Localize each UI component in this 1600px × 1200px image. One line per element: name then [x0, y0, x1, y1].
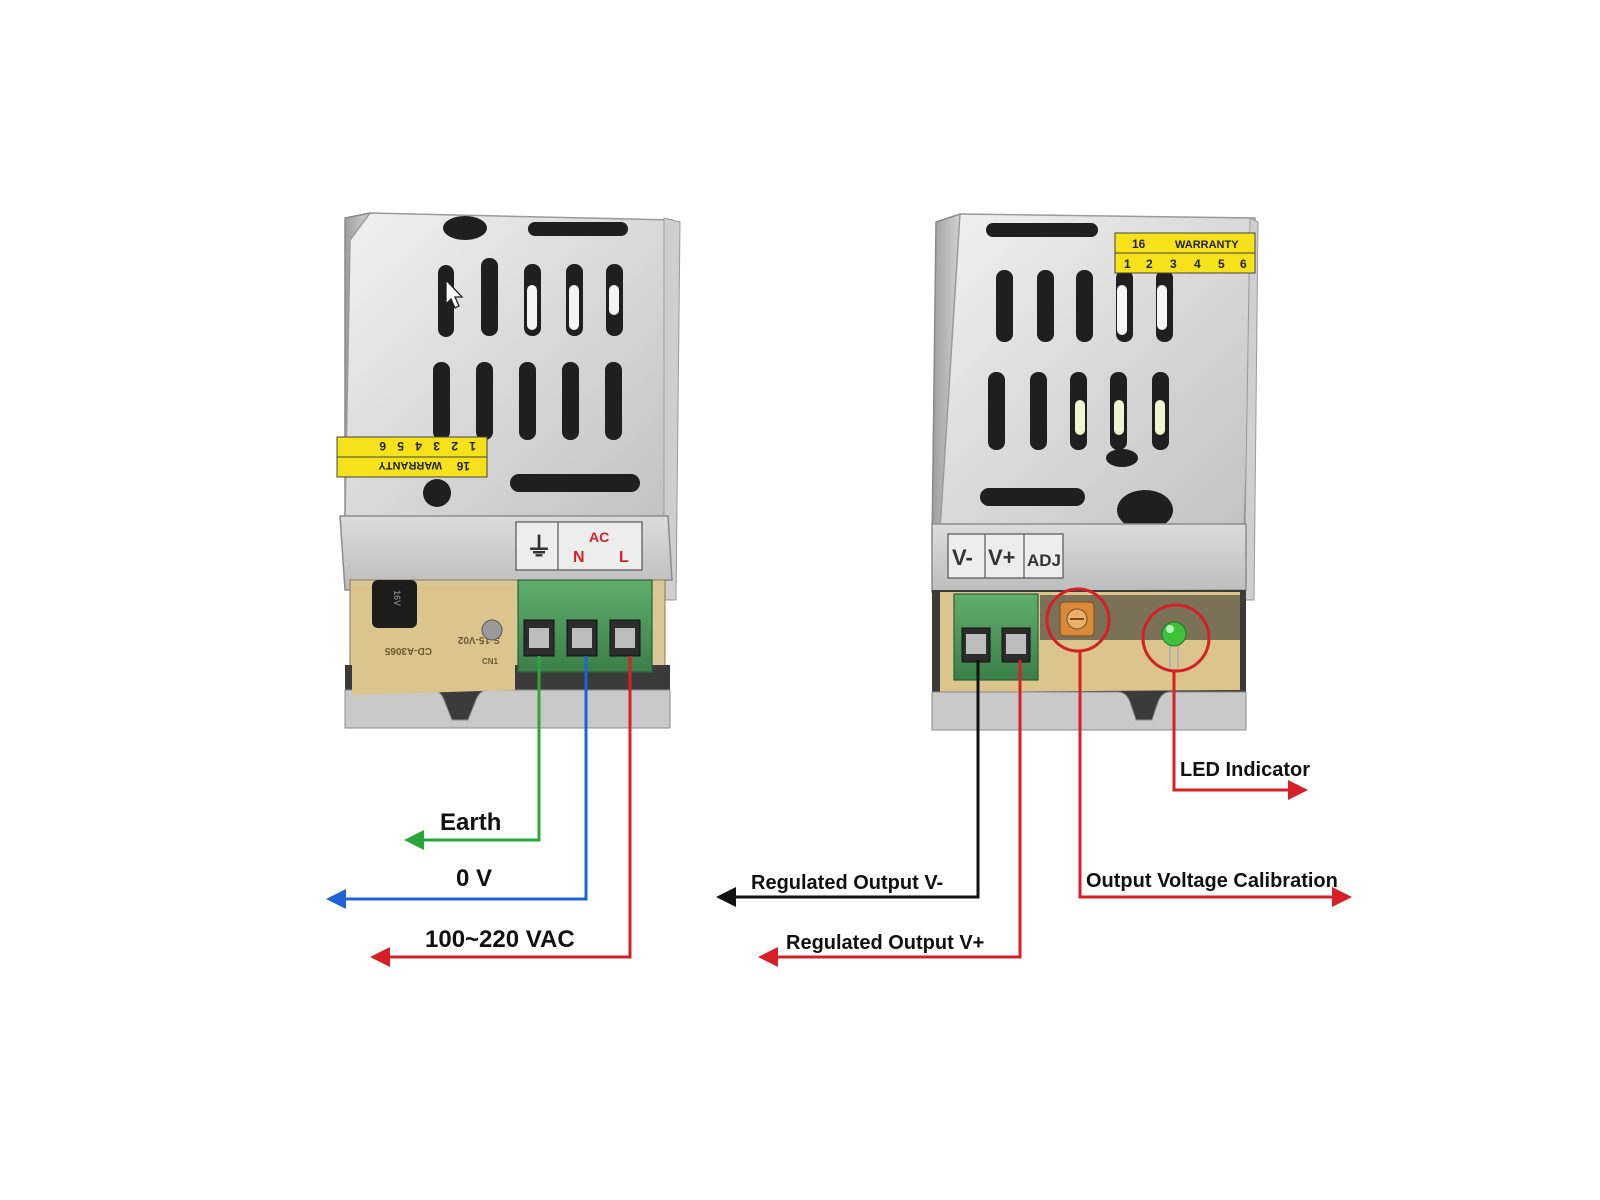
calibration-line	[1078, 651, 1334, 899]
zero-v-wire-line	[342, 656, 588, 901]
mouse-cursor-icon	[445, 278, 464, 309]
callout-lines	[326, 651, 1352, 967]
pcb-print-1: CD-A3065	[384, 645, 432, 656]
right-terminal-plate: V- V+ ADJ	[947, 533, 1064, 579]
left-warranty-num-6: 6	[379, 439, 386, 453]
right-warranty-num-4: 4	[1194, 257, 1201, 271]
out-minus-line	[734, 660, 980, 899]
left-warranty-num-1: 1	[469, 439, 476, 453]
right-warranty-num-6: 6	[1240, 257, 1247, 271]
right-warranty-days: 16	[1132, 237, 1146, 251]
right-warranty-sticker: 16 WARRANTY 1 2 3 4 5 6	[1114, 232, 1256, 274]
left-warranty-num-4: 4	[415, 439, 422, 453]
left-terminal-plate: ⏚ AC N L	[515, 521, 643, 571]
n-label: N	[573, 549, 585, 566]
out-minus-arrow-icon	[716, 887, 736, 907]
vac-label: 100~220 VAC	[425, 926, 575, 953]
earth-label: Earth	[440, 809, 501, 836]
led-label: LED Indicator	[1180, 759, 1310, 781]
vac-arrow-icon	[370, 947, 390, 967]
right-vent-highlights	[1075, 285, 1167, 435]
left-warranty-text: WARRANTY	[378, 459, 442, 471]
led-indicator-icon	[1161, 621, 1187, 668]
left-vent-highlights	[527, 285, 619, 330]
right-warranty-num-1: 1	[1124, 257, 1131, 271]
left-warranty-num-3: 3	[433, 439, 440, 453]
earth-symbol-icon: ⏚	[526, 532, 552, 562]
left-warranty-num-2: 2	[451, 439, 458, 453]
left-capacitor: 16V	[372, 580, 417, 628]
right-warranty-num-3: 3	[1170, 257, 1177, 271]
led-highlight-circle	[1141, 603, 1211, 673]
vac-wire-line	[386, 656, 632, 959]
capacitor-print: 16V	[392, 590, 402, 606]
zero-v-arrow-icon	[326, 889, 346, 909]
right-power-supply-unit: 16 WARRANTY 1 2 3 4 5 6 V- V+ ADJ	[931, 212, 1259, 731]
led-line	[1172, 671, 1290, 792]
pcb-print-3: CN1	[482, 657, 499, 666]
left-case-rim	[663, 217, 681, 601]
left-case-bottom-rim	[344, 689, 671, 729]
zero-v-label: 0 V	[456, 865, 492, 892]
right-vent-slots	[980, 223, 1173, 530]
left-warranty-days: 16	[456, 459, 470, 473]
led-arrow-icon	[1288, 780, 1308, 800]
v-plus-label: V+	[988, 545, 1016, 570]
out-plus-label: Regulated Output V+	[786, 932, 984, 954]
calibration-label: Output Voltage Calibration	[1086, 870, 1338, 892]
out-plus-arrow-icon	[758, 947, 778, 967]
right-terminal-block	[953, 593, 1039, 681]
right-warranty-num-5: 5	[1218, 257, 1225, 271]
right-case-rim	[1243, 217, 1259, 601]
out-plus-line	[776, 660, 1022, 959]
calibration-arrow-icon	[1332, 887, 1352, 907]
out-minus-label: Regulated Output V-	[751, 872, 943, 894]
left-power-supply-unit: 16 WARRANTY 1 2 3 4 5 6 ⏚ AC N L 16V	[336, 212, 681, 729]
right-case-bottom-rim	[931, 691, 1247, 731]
calibration-potentiometer	[1059, 601, 1095, 637]
ac-label: AC	[589, 529, 609, 545]
left-warranty-sticker: 16 WARRANTY 1 2 3 4 5 6	[336, 436, 488, 478]
v-minus-label: V-	[952, 545, 973, 570]
left-warranty-num-5: 5	[397, 439, 404, 453]
earth-arrow-icon	[404, 830, 424, 850]
calibration-highlight-circle	[1045, 587, 1111, 653]
pcb-print-2: S-15-V02	[457, 634, 500, 645]
adj-label: ADJ	[1027, 551, 1061, 570]
right-warranty-text: WARRANTY	[1175, 239, 1239, 251]
l-label: L	[619, 549, 629, 566]
right-warranty-num-2: 2	[1146, 257, 1153, 271]
left-screw	[481, 619, 503, 641]
earth-wire-line	[420, 656, 541, 842]
